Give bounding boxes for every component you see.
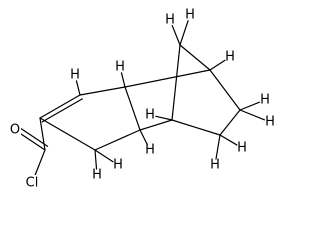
hydrogen-label: H [225,50,235,65]
bond-C7a-C3a [124,86,141,131]
bond-line [171,44,181,121]
hydrogen-bond-C7 [209,59,226,71]
hydrogen-label: H [70,68,80,83]
bond-line [39,94,81,119]
hydrogen-bond-C2 [75,80,81,96]
hydrogen-bond-C3 [94,149,114,163]
hydrogen-label: H [210,158,220,173]
bond-line [171,119,221,136]
bond-line [219,109,241,136]
bond-line [179,44,211,71]
bond-C5-C4 [171,119,221,136]
bond-C1-Ccarbonyl [39,117,46,151]
bond-line [39,117,96,151]
hydrogen-bond-C7a [120,72,126,88]
bond-line [139,119,173,131]
hydrogen-bond-C8 [171,24,181,46]
hydrogen-label: H [260,93,270,108]
bond-line [124,86,141,131]
bond-C2-C7a [79,86,126,96]
atom-label-background [23,175,41,191]
hydrogen-label: H [265,115,275,130]
bond-line-secondary [16,125,49,147]
hydrogen-label: H [115,60,125,75]
hydrogen-bond-C8 [179,20,189,46]
atom-label-background [9,122,21,138]
hydrogen-label: H [185,8,195,23]
bond-line [124,69,211,88]
atom-label-o1: O [10,123,20,138]
hydrogen-label: H [237,141,247,156]
hydrogen-label: H [165,13,175,28]
hydrogen-bond-C3 [94,149,98,170]
hydrogen-label: H [113,158,123,173]
bond-C7-C8 [179,44,211,71]
bond-C4-C3a [139,119,173,131]
hydrogen-bond-C5 [215,134,221,160]
bond-line [79,86,126,96]
hydrogen-bond-C6 [239,101,261,111]
bond-line [94,129,141,151]
hydrogen-bond-C3a [139,129,148,146]
atom-label-cl1: Cl [26,176,39,191]
bond-C1-C2 [39,94,83,123]
bond-line [209,69,241,111]
hydrogen-label: H [92,168,102,183]
bond-C7-C6 [209,69,241,111]
bond-C7a-C7 [124,69,211,88]
bond-line [39,117,46,151]
hydrogen-label: H [145,108,155,123]
heteroatom-label-layer: O Cl [9,122,41,191]
hydrogen-bond-C5 [219,134,238,146]
hydrogen-bond-C4 [155,115,173,121]
bond-layer [14,44,241,184]
bond-C3-C1 [39,117,96,151]
bond-line-secondary [41,98,83,123]
hydrogen-label: H [145,143,155,158]
bond-C6-C5 [219,109,241,136]
bond-C8-C4 [171,44,181,121]
hydrogen-bond-C6 [239,109,266,121]
bond-C3a-C3 [94,129,141,151]
